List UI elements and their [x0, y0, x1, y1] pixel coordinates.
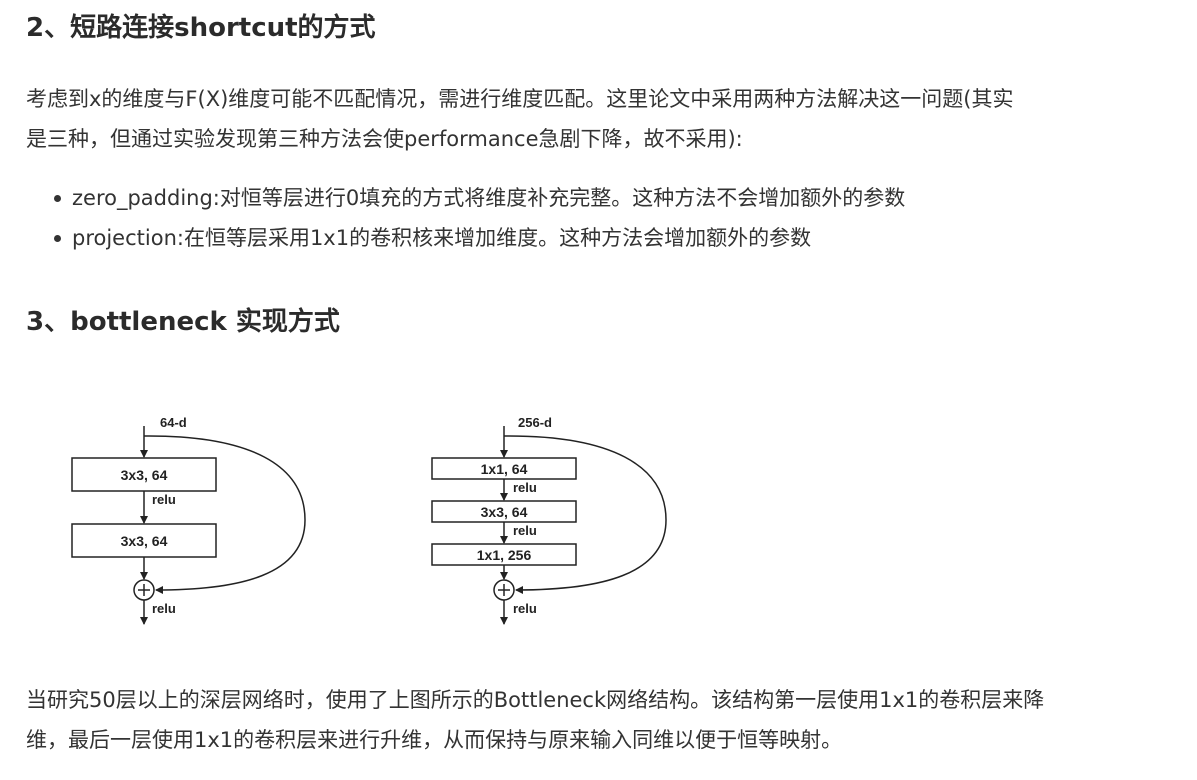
bullet-dot-icon	[54, 235, 61, 242]
conv-layer-box	[71, 523, 217, 558]
bottleneck-residual-block: 256-d 1x1, 64 relu 3x3, 64 relu 1x1, 256…	[431, 415, 667, 625]
basic-residual-block: 64-d 3x3, 64 relu 3x3, 64 relu	[71, 415, 306, 625]
residual-block-figure: 64-d 3x3, 64 relu 3x3, 64 relu 256-d 1x1…	[71, 415, 667, 625]
activation-label: relu	[513, 601, 537, 616]
bullet-dot-icon	[54, 195, 61, 202]
input-dim-label: 64-d	[160, 415, 187, 430]
addition-icon	[133, 579, 155, 601]
list-item-text: zero_padding:对恒等层进行0填充的方式将维度补充完整。这种方法不会增…	[72, 186, 906, 210]
addition-icon	[493, 579, 515, 601]
activation-label: relu	[152, 601, 176, 616]
conv-layer-label: 3x3, 64	[121, 533, 168, 549]
list-item: zero_padding:对恒等层进行0填充的方式将维度补充完整。这种方法不会增…	[26, 178, 905, 218]
conv-layer-label: 3x3, 64	[481, 504, 528, 520]
paragraph-line: 是三种，但通过实验发现第三种方法会使performance急剧下降，故不采用):	[26, 127, 743, 151]
section-2-heading: 2、短路连接shortcut的方式	[26, 13, 376, 43]
list-item: projection:在恒等层采用1x1的卷积核来增加维度。这种方法会增加额外的…	[26, 218, 905, 258]
activation-label: relu	[152, 492, 176, 507]
shortcut-connection	[503, 435, 667, 594]
section-3-heading: 3、bottleneck 实现方式	[26, 307, 340, 337]
section-2-paragraph: 考虑到x的维度与F(X)维度可能不匹配情况，需进行维度匹配。这里论文中采用两种方…	[26, 79, 1176, 159]
paragraph-line: 当研究50层以上的深层网络时，使用了上图所示的Bottleneck网络结构。该结…	[26, 688, 1045, 712]
paragraph-line: 考虑到x的维度与F(X)维度可能不匹配情况，需进行维度匹配。这里论文中采用两种方…	[26, 87, 1014, 111]
conv-layer-label: 3x3, 64	[121, 467, 168, 483]
activation-label: relu	[513, 523, 537, 538]
paragraph-line: 维，最后一层使用1x1的卷积层来进行升维，从而保持与原来输入同维以便于恒等映射。	[26, 728, 843, 752]
activation-label: relu	[513, 480, 537, 495]
input-dim-label: 256-d	[518, 415, 552, 430]
method-list: zero_padding:对恒等层进行0填充的方式将维度补充完整。这种方法不会增…	[26, 178, 905, 258]
shortcut-connection	[143, 435, 306, 594]
conv-layer-label: 1x1, 256	[477, 547, 532, 563]
list-item-text: projection:在恒等层采用1x1的卷积核来增加维度。这种方法会增加额外的…	[72, 226, 812, 250]
conv-layer-label: 1x1, 64	[481, 461, 528, 477]
section-3-paragraph: 当研究50层以上的深层网络时，使用了上图所示的Bottleneck网络结构。该结…	[26, 680, 1176, 760]
